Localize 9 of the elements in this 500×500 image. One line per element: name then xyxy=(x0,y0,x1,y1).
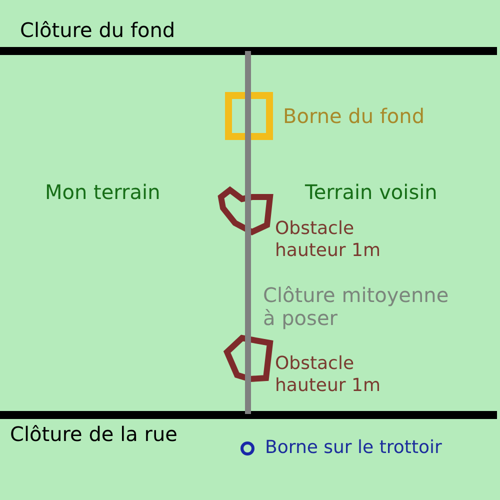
area-label: Terrain voisin xyxy=(305,180,438,204)
obstacle-label: Obstacle hauteur 1m xyxy=(275,218,382,262)
fence-label: Clôture mitoyenne à poser xyxy=(263,284,450,330)
post-label: Borne du fond xyxy=(283,104,425,128)
post-label: Borne sur le trottoir xyxy=(265,436,442,459)
fence-label: Clôture du fond xyxy=(20,18,176,42)
fence-label: Clôture de la rue xyxy=(10,422,178,446)
obstacle-label: Obstacle hauteur 1m xyxy=(275,352,382,397)
area-label: Mon terrain xyxy=(45,180,160,204)
